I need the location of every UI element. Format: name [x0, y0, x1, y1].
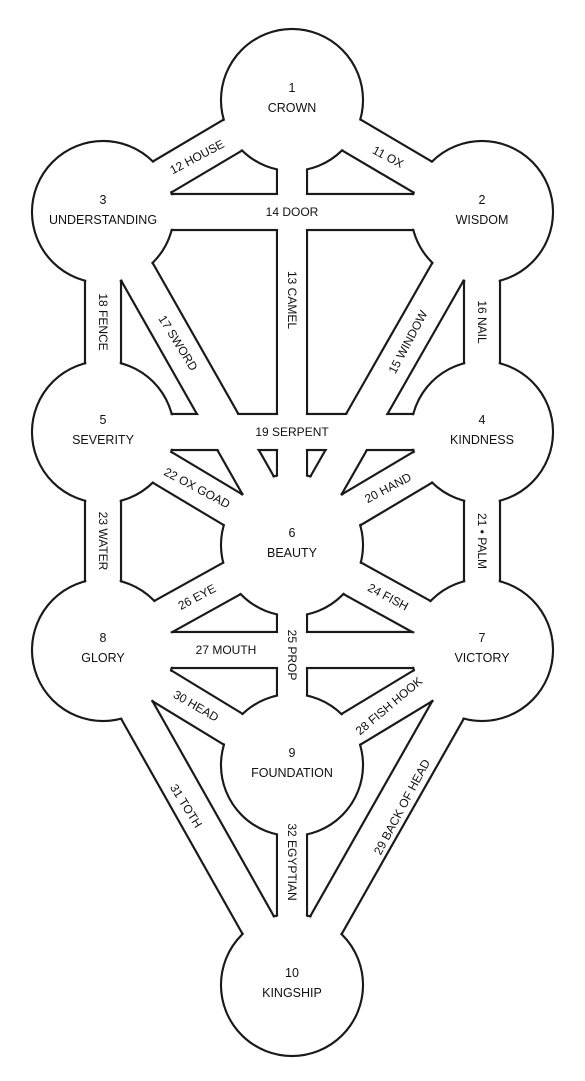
sephirah-3-name: UNDERSTANDING	[49, 213, 157, 227]
sephirah-9-name: FOUNDATION	[251, 766, 333, 780]
sephirah-2-number: 2	[479, 193, 486, 207]
sephirah-9-number: 9	[289, 746, 296, 760]
path-24-interior	[338, 560, 436, 635]
sephirah-4-number: 4	[479, 413, 486, 427]
path-23-label: 23 WATER	[96, 512, 110, 571]
sephirah-2-name: WISDOM	[456, 213, 509, 227]
sephirah-10-number: 10	[285, 966, 299, 980]
path-19-interior	[165, 415, 420, 449]
path-27-interior	[165, 633, 420, 667]
path-28-interior	[337, 668, 437, 747]
sephirah-5-fill	[33, 362, 173, 502]
path-18-label: 18 FENCE	[96, 293, 110, 350]
sephirah-8-number: 8	[100, 631, 107, 645]
sephirah-10-name: KINGSHIP	[262, 986, 322, 1000]
sephirah-3-fill	[33, 142, 173, 282]
sephirah-5-name: SEVERITY	[72, 433, 134, 447]
path-21-label: 21 • PALM	[475, 513, 489, 569]
path-14-interior	[165, 195, 420, 229]
sephirah-8-name: GLORY	[81, 651, 125, 665]
sephirah-6-fill	[222, 475, 362, 615]
path-31-interior	[119, 696, 276, 939]
sephirah-4-fill	[412, 362, 552, 502]
path-11-interior	[337, 117, 437, 195]
path-16-interior	[465, 274, 499, 370]
path-16-label: 16 NAIL	[475, 300, 489, 344]
sephirah-7-number: 7	[479, 631, 486, 645]
circle-fill-layer	[33, 30, 552, 1055]
sephirah-4-name: KINDNESS	[450, 433, 514, 447]
sephirah-2-fill	[412, 142, 552, 282]
sephirah-7-fill	[412, 580, 552, 720]
sephirah-8-fill	[33, 580, 173, 720]
path-18-interior	[86, 274, 120, 370]
sephirah-6-name: BEAUTY	[267, 546, 318, 560]
sephirah-3-number: 3	[100, 193, 107, 207]
path-30-interior	[147, 668, 248, 747]
path-12-interior	[148, 117, 247, 195]
path-27-label: 27 MOUTH	[196, 643, 257, 657]
path-22-interior	[148, 449, 247, 528]
path-32-interior	[278, 828, 306, 922]
path-23-interior	[86, 494, 120, 588]
path-21-interior	[465, 494, 499, 588]
path-ends-layer	[86, 117, 499, 939]
path-26-interior	[149, 560, 246, 635]
sephirah-1-number: 1	[289, 81, 296, 95]
sephirah-6-number: 6	[289, 526, 296, 540]
path-20-interior	[337, 449, 437, 528]
sephirah-1-fill	[222, 30, 362, 170]
sephirah-7-name: VICTORY	[454, 651, 510, 665]
sephirah-10-fill	[222, 915, 362, 1055]
sephirah-1-name: CROWN	[268, 101, 317, 115]
path-14-label: 14 DOOR	[266, 205, 319, 219]
path-13-interior	[278, 163, 306, 482]
sephirah-9-fill	[222, 695, 362, 835]
path-13-label: 13 CAMEL	[285, 271, 299, 329]
sephirah-5-number: 5	[100, 413, 107, 427]
path-29-interior	[308, 696, 466, 939]
path-19-label: 19 SERPENT	[255, 425, 329, 439]
path-32-label: 32 EGYPTIAN	[285, 823, 299, 900]
path-25-label: 25 PROP	[285, 630, 299, 681]
